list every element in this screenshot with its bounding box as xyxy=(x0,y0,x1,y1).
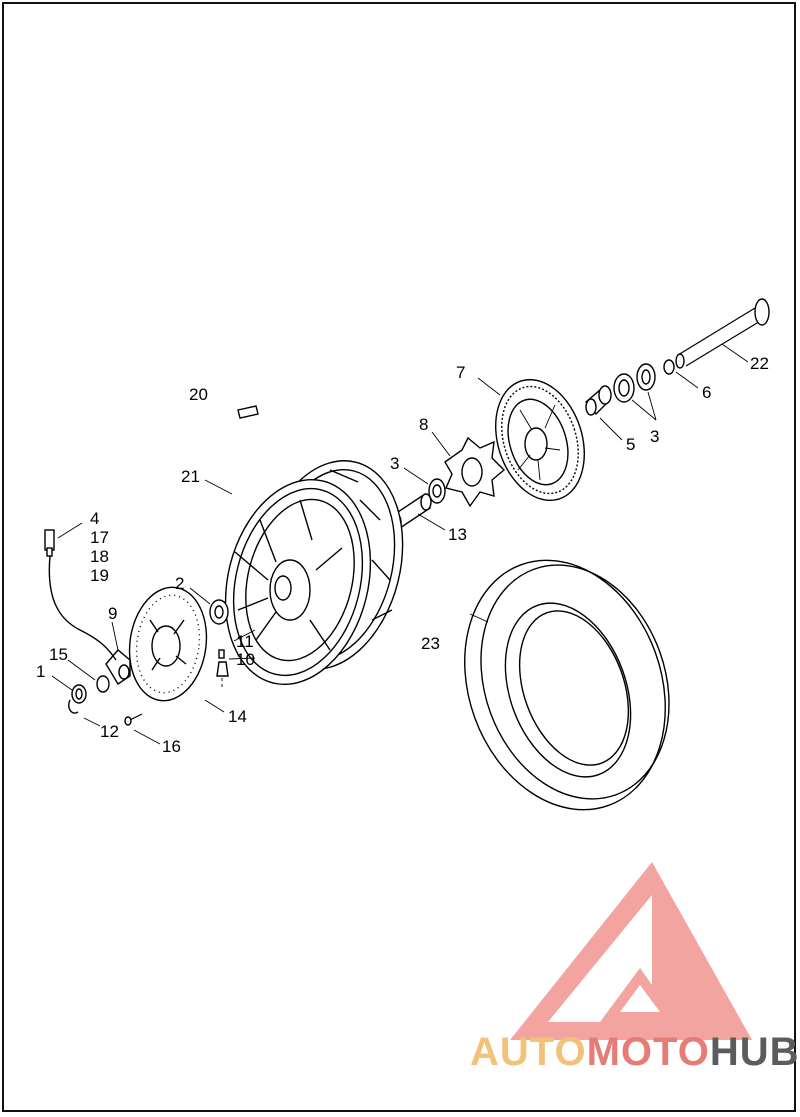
tire xyxy=(464,559,670,811)
logo-word-moto: MOTO xyxy=(586,1030,710,1074)
callout-12: 12 xyxy=(100,722,119,741)
logo-word-hub: HUB xyxy=(709,1030,800,1074)
spacer-washer xyxy=(96,675,110,693)
callout-11: 11 xyxy=(236,632,254,651)
damper-rubber xyxy=(444,436,506,508)
valve-stem xyxy=(216,649,229,690)
callout-14: 14 xyxy=(228,707,247,726)
callout-3-left: 3 xyxy=(390,454,399,473)
axle-nut xyxy=(71,684,87,704)
axle-washer xyxy=(663,359,675,375)
callout-20: 20 xyxy=(189,385,208,404)
axle xyxy=(675,298,770,369)
callout-2: 2 xyxy=(175,574,184,593)
callout-4: 4 xyxy=(90,509,99,528)
logo-word-auto: AUTO xyxy=(470,1030,587,1074)
callout-8: 8 xyxy=(419,415,428,434)
callout-3-right: 3 xyxy=(650,427,659,446)
callout-13: 13 xyxy=(448,525,467,544)
bearing-right xyxy=(613,363,656,403)
logo-triangle-icon xyxy=(510,862,752,1040)
callout-10: 10 xyxy=(236,650,255,669)
callout-22: 22 xyxy=(750,354,769,373)
callout-16: 16 xyxy=(162,737,181,756)
callout-18: 18 xyxy=(90,547,109,566)
logo-wordmark: AUTOMOTOHUB xyxy=(470,1030,800,1075)
brake-disc xyxy=(128,586,208,702)
retaining-clip xyxy=(68,699,79,714)
callout-23: 23 xyxy=(421,634,440,653)
callout-7: 7 xyxy=(456,363,465,382)
pulley xyxy=(494,378,586,502)
bearing-left xyxy=(428,478,446,504)
callout-15: 15 xyxy=(49,645,68,664)
callout-19: 19 xyxy=(90,566,109,585)
callout-6: 6 xyxy=(702,383,711,402)
leader-lines xyxy=(51,343,749,745)
callout-17: 17 xyxy=(90,528,109,547)
callout-labels: 22 6 7 3 5 8 3 13 20 21 2 4 17 18 19 9 1… xyxy=(36,354,769,756)
rear-wheel xyxy=(224,460,404,686)
callout-5: 5 xyxy=(626,435,635,454)
wheel-bearing xyxy=(209,599,229,625)
callout-9: 9 xyxy=(108,604,117,623)
rubber-pad xyxy=(237,405,259,419)
wheel-speed-sensor xyxy=(44,529,117,661)
abs-sensor-bracket xyxy=(105,649,131,685)
disc-bolt xyxy=(124,713,143,726)
callout-1: 1 xyxy=(36,662,45,681)
spacer xyxy=(585,385,612,416)
callout-21: 21 xyxy=(181,467,200,486)
